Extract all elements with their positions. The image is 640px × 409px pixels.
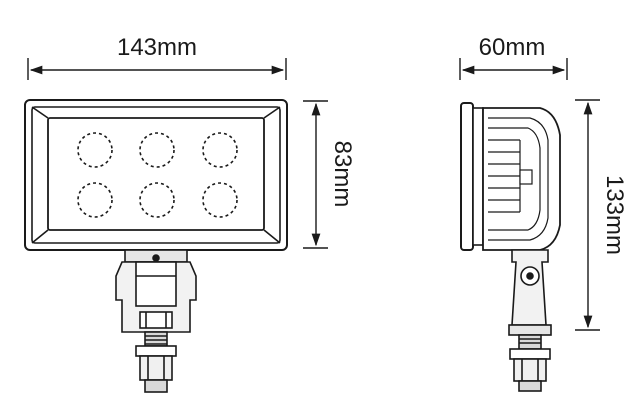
side-lens-plate — [460, 102, 474, 251]
led-array — [77, 132, 238, 218]
led-5 — [139, 182, 175, 218]
side-mount-bolt — [509, 334, 551, 392]
dim-side-height — [575, 99, 600, 331]
dim-side-height-label: 133mm — [601, 175, 628, 255]
led-3 — [202, 132, 238, 168]
side-heatsink-fins — [488, 117, 549, 241]
dim-front-height — [303, 100, 328, 249]
front-mount-bracket — [115, 249, 197, 333]
led-1 — [77, 132, 113, 168]
side-mount-bracket — [508, 249, 552, 336]
dim-front-width-label: 143mm — [117, 34, 197, 61]
front-bezel — [31, 106, 281, 244]
dim-front-width — [27, 58, 287, 80]
front-view — [24, 99, 288, 393]
front-mount-bolt — [135, 331, 177, 393]
front-lens — [47, 117, 265, 231]
dim-side-depth — [459, 58, 568, 80]
front-housing — [24, 99, 288, 251]
led-6 — [202, 182, 238, 218]
side-view — [460, 102, 561, 392]
dim-side-depth-label: 60mm — [479, 34, 546, 61]
led-2 — [139, 132, 175, 168]
dim-front-height-label: 83mm — [329, 141, 356, 208]
led-4 — [77, 182, 113, 218]
